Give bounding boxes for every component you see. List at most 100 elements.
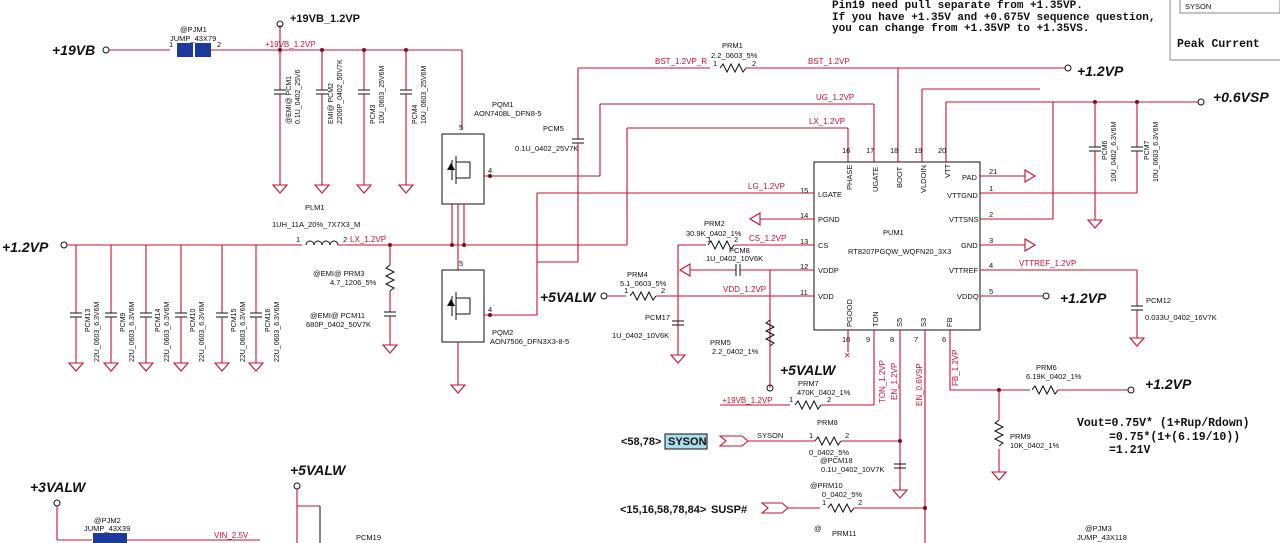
pin-vttgnd: VTTGND (947, 191, 978, 200)
plm1-val: 1UH_11A_20%_7X7X3_M (272, 220, 360, 229)
pin-phase: PHASE (845, 165, 854, 190)
resistor-prm5 (764, 319, 776, 347)
prm7-val: 470K_0402_1% (797, 388, 851, 397)
svg-text:2: 2 (752, 59, 756, 68)
vtt-cap-0-ref: PCM6 (1102, 140, 1109, 160)
svg-text:3: 3 (989, 236, 993, 245)
out-cap-2-ref: PCM14 (155, 309, 162, 332)
net-ton: TON_1.2VP (878, 360, 887, 403)
power-19vb: +19VB (52, 42, 95, 58)
jumper-pjm2 (93, 533, 127, 543)
prm8-val: 0_0402_5% (809, 448, 849, 457)
corner-syson: SYSON (1185, 2, 1211, 11)
pin-s5: S5 (895, 318, 904, 327)
top-cap-group (271, 50, 415, 194)
resistor-prm9 (993, 419, 1005, 447)
power-5valw-mid: +5VALW (540, 289, 597, 305)
svg-text:1: 1 (169, 40, 173, 49)
svg-text:21: 21 (989, 167, 997, 176)
prm9-val: 10K_0402_1% (1010, 441, 1060, 450)
susp-port-arrow (760, 502, 789, 514)
pcm17-val: 1U_0402_10V6K (612, 331, 669, 340)
net-lg: LG_1.2VP (748, 182, 785, 191)
pin-boot: BOOT (895, 166, 904, 188)
syson-offpage-label[interactable] (664, 433, 708, 450)
svg-text:2: 2 (845, 431, 849, 440)
svg-text:SYSON: SYSON (668, 436, 707, 448)
prm11-at: @ (814, 524, 822, 533)
pin-s3: S3 (919, 318, 928, 327)
svg-text:13: 13 (800, 237, 808, 246)
syson-refs: <58,78> (621, 436, 661, 448)
pin-gnd: GND (961, 241, 978, 250)
resistor-prm10 (827, 502, 855, 514)
svg-text:17: 17 (866, 146, 874, 155)
pum1-val: RT8207PGQW_WQFN20_3X3 (848, 247, 951, 256)
svg-text:15: 15 (800, 186, 808, 195)
resistor-prm2 (707, 239, 735, 251)
net-vttref: VTTREF_1.2VP (1019, 259, 1076, 268)
resistor-prm7 (794, 399, 822, 411)
pin-lgate: LGATE (818, 190, 842, 199)
svg-text:2: 2 (989, 210, 993, 219)
net-bst: BST_1.2VP (808, 57, 850, 66)
svg-text:1: 1 (296, 235, 300, 244)
pcm8-ref: PCM8 (729, 246, 750, 255)
pcm11-ref: @EMI@ PCM11 (310, 311, 365, 320)
net-vin: VIN_2.5V (214, 531, 249, 540)
pjm1-val: JUMP_43X79 (170, 34, 216, 43)
top-cap-0-ref: @EMI@ PCM1 (286, 76, 293, 124)
prm11-ref: PRM11 (832, 529, 856, 538)
pin-pgnd: PGND (818, 215, 840, 224)
net-bst-r: BST_1.2VP_R (655, 57, 707, 66)
pcm12-ref: PCM12 (1146, 296, 1171, 305)
mosfet-pqm2 (441, 269, 485, 343)
prm2-val: 30.9K_0402_1% (686, 229, 742, 238)
prm5-ref: PRM5 (710, 338, 731, 347)
svg-text:8: 8 (890, 335, 894, 344)
power-12vp-top: +1.2VP (1077, 63, 1124, 79)
net-19vb-12vp: +19VB_1.2VP (265, 40, 315, 49)
prm10-val: 0_0402_5% (822, 490, 862, 499)
pin-vddp: VDDP (818, 266, 839, 275)
vout-line-2: =0.75*(1+(6.19/10)) (1109, 431, 1240, 444)
pin-vttref: VTTREF (949, 266, 979, 275)
pin-vttsns: VTTSNS (949, 215, 979, 224)
pcm12-val: 0.033U_0402_16V7K (1145, 313, 1217, 322)
corner-peak: Peak Current (1177, 38, 1260, 51)
pcm5-val: 0.1U_0402_25V7K (515, 144, 578, 153)
svg-text:18: 18 (890, 146, 898, 155)
power-12vp-vddq: +1.2VP (1060, 290, 1107, 306)
pcm18-ref: @PCM18 (820, 456, 853, 465)
top-cap-2-val: 10U_0603_25V6M (379, 65, 386, 124)
port-19vb (102, 46, 110, 54)
vtt-cap-1-val: 10U_0603_6.3V6M (1153, 122, 1160, 182)
power-06vsp: +0.6VSP (1213, 89, 1269, 105)
svg-text:9: 9 (866, 335, 870, 344)
vout-line-3: =1.21V (1109, 444, 1151, 457)
top-cap-0-val: 0.1U_0402_25V6 (295, 69, 302, 124)
prm8-ref: PRM8 (817, 418, 838, 427)
top-cap-3-ref: PCM4 (412, 104, 419, 124)
prm3-val: 4.7_1206_5% (330, 278, 377, 287)
pin-cs: CS (818, 241, 828, 250)
top-cap-1-ref: EMI@ PCM2 (328, 83, 335, 124)
prm10-ref: @PRM10 (810, 481, 843, 490)
pcm19-ref: PCM19 (356, 533, 381, 542)
vout-line-1: Vout=0.75V* (1+Rup/Rdown) (1077, 417, 1250, 430)
prm6-ref: PRM6 (1036, 363, 1057, 372)
top-cap-1-val: 2200P_0402_50V7K (337, 59, 344, 124)
net-lx: LX_1.2VP (809, 117, 845, 126)
pqm1-val: AON7408L_DFN8-5 (474, 109, 542, 118)
out-cap-2-val: 22U_0603_6.3V6M (164, 302, 171, 362)
pcm8-val: 1U_0402_10V6K (706, 254, 763, 263)
plm1-ref: PLM1 (305, 203, 325, 212)
out-cap-4-val: 22U_0603_6.3V6M (240, 302, 247, 362)
net-19vb-b: +19VB_1.2VP (722, 396, 772, 405)
top-cap-3-val: 10U_0603_25V6M (421, 65, 428, 124)
resistor-prm3 (384, 264, 396, 292)
prm5-val: 2.2_0402_1% (712, 347, 759, 356)
prm6-val: 6.19K_0402_1% (1026, 372, 1082, 381)
pjm2-ref: @PJM2 (94, 516, 121, 525)
svg-text:4: 4 (989, 261, 993, 270)
